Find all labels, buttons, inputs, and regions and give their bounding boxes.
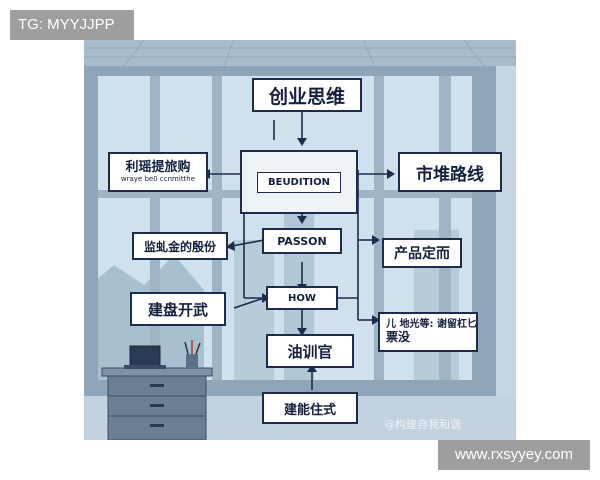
- node-left-top-sub: wraye be0 ccnmitthe: [120, 175, 196, 184]
- node-right-mid: 产品定而: [382, 238, 462, 268]
- diagram-scene: 创业思维 利瑶提旅购 wraye be0 ccnmitthe BEUDITION…: [84, 40, 516, 440]
- node-bottom: 建能住式: [262, 392, 358, 424]
- node-center-top-label: BEUDITION: [256, 171, 341, 193]
- node-center-mid: PASSON: [262, 228, 342, 254]
- node-left-mid: 监虬金的殷份: [132, 232, 228, 260]
- node-title: 创业思维: [252, 78, 362, 112]
- node-right-low-line1: 儿 地光等: 谢留杠匕,: [386, 319, 478, 331]
- node-center-bottom: 油训官: [266, 334, 354, 368]
- node-left-top-label: 利瑶提旅购: [125, 159, 191, 175]
- node-right-low: 儿 地光等: 谢留杠匕, 票没: [378, 312, 478, 352]
- watermark-bottom: www.rxsyyey.com: [438, 440, 590, 470]
- node-left-low: 建盘开武: [130, 292, 226, 326]
- watermark-scene: @构建自我和谐: [384, 418, 461, 431]
- node-right-low-line2: 票没: [386, 329, 411, 344]
- node-center-top: BEUDITION: [240, 150, 358, 214]
- watermark-top: TG: MYYJJPP: [10, 10, 134, 40]
- node-center-low: HOW: [266, 286, 338, 310]
- node-left-top: 利瑶提旅购 wraye be0 ccnmitthe: [108, 152, 208, 192]
- node-right-top: 市堆路线: [398, 152, 502, 192]
